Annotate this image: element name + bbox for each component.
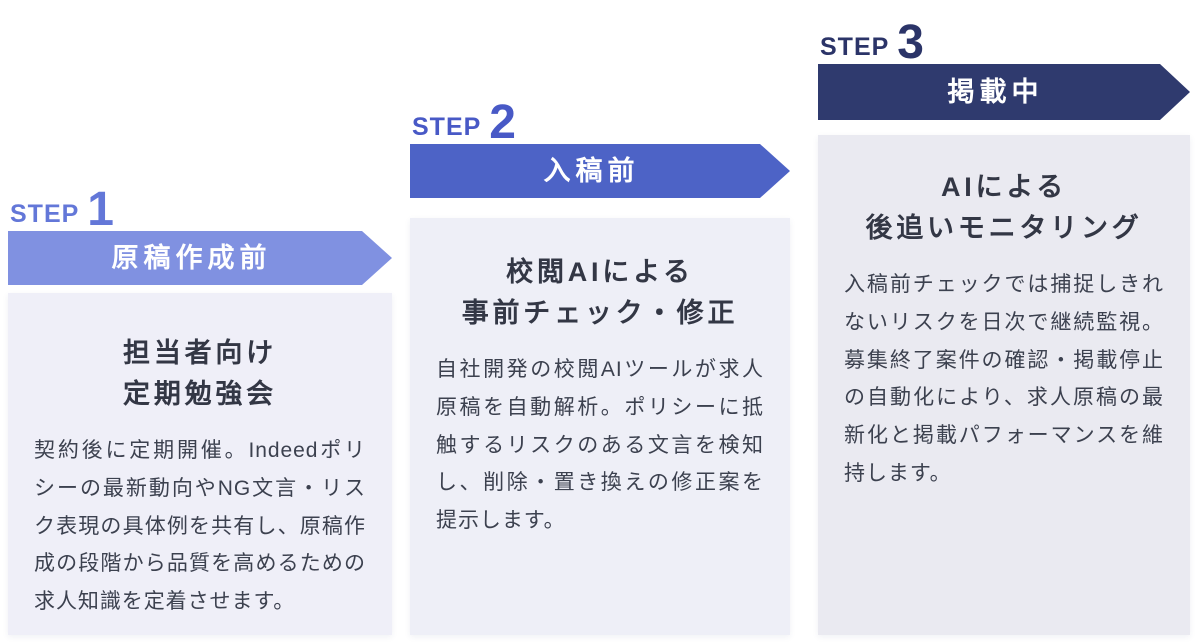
step-number: 2: [489, 96, 516, 150]
step-word: STEP: [820, 33, 890, 61]
step-2-banner-label: 入稿前: [543, 155, 640, 186]
step-3-card-body: 入稿前チェックでは捕捉しきれないリスクを日次で継続監視。募集終了案件の確認・掲載…: [844, 273, 1164, 485]
step-1-card: 担当者向け 定期勉強会 契約後に定期開催。Indeedポリシーの最新動向やNG文…: [8, 293, 392, 635]
step-number: 3: [897, 16, 924, 70]
step-1-label: STEP 1: [8, 183, 392, 237]
step-3-banner-label: 掲載中: [947, 76, 1044, 107]
step-1-column: STEP 1 原稿作成前 担当者向け 定期勉強会 契約後に定期開催。Indeed…: [8, 183, 392, 635]
step-1-banner-arrow: 原稿作成前: [8, 231, 392, 285]
step-2-card-title: 校閲AIによる 事前チェック・修正: [461, 257, 739, 328]
step-3-banner-arrow: 掲載中: [818, 64, 1190, 120]
step-word: STEP: [10, 200, 80, 228]
step-2-banner-arrow: 入稿前: [410, 144, 790, 198]
step-2-column: STEP 2 入稿前 校閲AIによる 事前チェック・修正 自社開発の校閲AIツー…: [410, 96, 790, 635]
step-3-label: STEP 3: [818, 12, 1190, 70]
step-3-column: STEP 3 掲載中 AIによる 後追いモニタリング 入稿前チェックでは捕捉しき…: [818, 12, 1190, 635]
step-1-card-title: 担当者向け 定期勉強会: [123, 338, 277, 409]
step-2-label: STEP 2: [410, 96, 790, 150]
step-number: 1: [87, 183, 114, 237]
step-2-card: 校閲AIによる 事前チェック・修正 自社開発の校閲AIツールが求人原稿を自動解析…: [410, 218, 790, 635]
step-3-card-title: AIによる 後追いモニタリング: [865, 172, 1143, 243]
step-3-card: AIによる 後追いモニタリング 入稿前チェックでは捕捉しきれないリスクを日次で継…: [818, 135, 1190, 635]
step-2-card-body: 自社開発の校閲AIツールが求人原稿を自動解析。ポリシーに抵触するリスクのある文言…: [436, 358, 764, 533]
step-1-banner-label: 原稿作成前: [111, 242, 272, 273]
step-word: STEP: [412, 113, 482, 141]
step-1-card-body: 契約後に定期開催。Indeedポリシーの最新動向やNG文言・リスク表現の具体例を…: [34, 439, 366, 614]
